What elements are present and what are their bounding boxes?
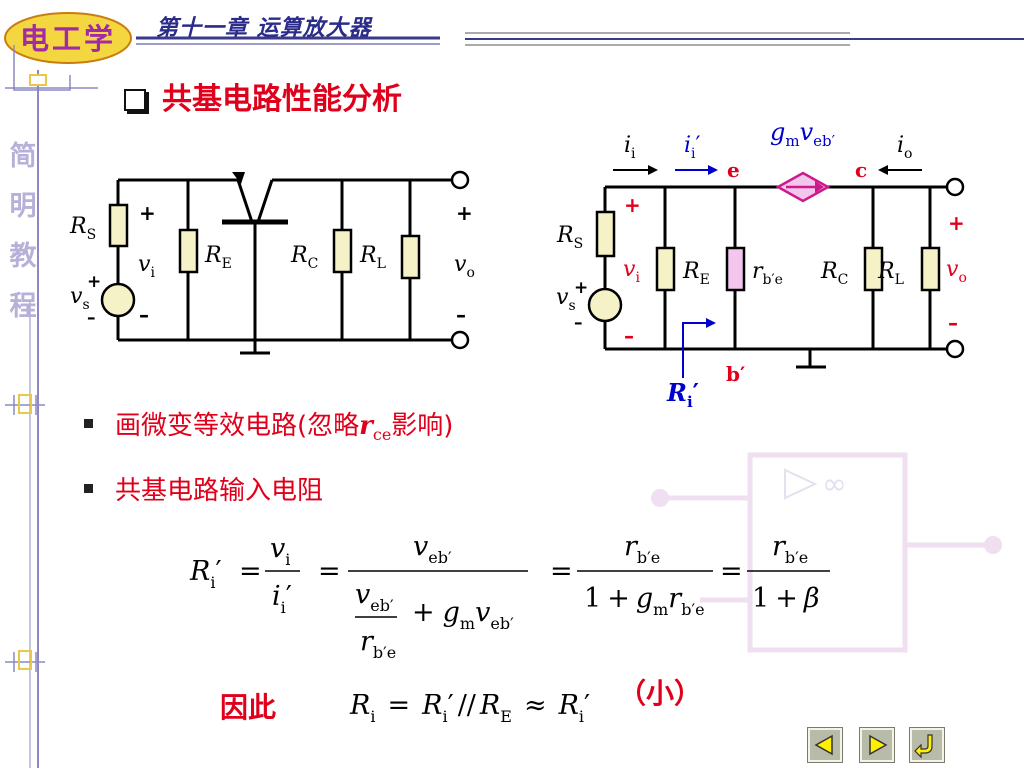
plus-sign: + — [574, 278, 588, 298]
logo: 电工学 — [2, 10, 134, 66]
return-button[interactable] — [909, 727, 945, 763]
eq-sign: = — [318, 556, 341, 587]
prev-arrow-icon — [814, 734, 833, 756]
bullet-text: 影响) — [391, 411, 454, 441]
small-signal-equivalent-circuit: ii ii′ gmveb′ io RS vs vi RE rb′e RC RL … — [556, 118, 967, 411]
bullet-input-resistance: 共基电路输入电阻 — [84, 470, 323, 507]
plus-sign: + — [456, 201, 473, 225]
next-slide-button[interactable] — [859, 727, 895, 763]
frac1-num: vi — [270, 533, 290, 569]
frac4-num: rb′e — [772, 531, 808, 567]
label-vs: vs — [556, 285, 576, 314]
frac3-num: rb′e — [624, 531, 660, 567]
sidebar-char: 简 — [9, 141, 37, 172]
frac2-den-c: +gmveb′ — [412, 597, 514, 633]
next-arrow-icon — [869, 734, 888, 756]
label-ii: ii — [624, 133, 636, 162]
label-rs: RS — [556, 223, 583, 252]
input-resistance-equation: Ri′ = vi ii′ = veb′ veb′ rb′e +gmveb′ = … — [189, 531, 830, 662]
label-rl: RL — [359, 243, 386, 272]
logo-text: 电工学 — [20, 22, 116, 56]
label-rs: RS — [69, 214, 96, 243]
minus-sign: – — [574, 313, 583, 333]
bullet-equivalent-circuit: 画微变等效电路(忽略rce影响) — [84, 405, 453, 444]
minus-sign: – — [948, 311, 958, 335]
frac2-num: veb′ — [413, 531, 452, 567]
bullet-text: 画微变等效电路(忽略 — [115, 411, 360, 441]
frac3-den: 1+gmrb′e — [584, 583, 705, 619]
minus-sign: – — [456, 303, 466, 327]
bullet-sub: ce — [372, 425, 392, 445]
conclusion-formula: Ri=Ri′//RE≈Ri′ — [349, 690, 590, 726]
node-c-label: c — [855, 158, 867, 182]
plus-sign: + — [87, 272, 101, 292]
minus-sign: – — [87, 308, 96, 328]
eq-sign: = — [720, 556, 743, 587]
label-io: io — [897, 133, 912, 162]
label-rc: RC — [820, 259, 848, 288]
conclusion-label: 因此 — [220, 691, 277, 724]
label-rc: RC — [290, 243, 318, 272]
sidebar-char: 明 — [9, 191, 37, 222]
bullet-text: 共基电路输入电阻 — [115, 476, 324, 506]
label-ri-prime: Ri′ — [666, 378, 699, 411]
frac2-den-b: rb′e — [360, 626, 396, 662]
plus-sign: + — [139, 201, 156, 225]
frac2-den-a: veb′ — [355, 579, 394, 615]
small-note: （小） — [618, 677, 703, 710]
frac1-den: ii′ — [272, 581, 292, 617]
return-arrow-icon — [914, 734, 933, 759]
label-vs: vs — [70, 284, 90, 313]
minus-sign: – — [139, 303, 149, 327]
label-rl: RL — [877, 259, 904, 288]
plus-sign: + — [948, 211, 965, 235]
label-re: RE — [204, 243, 232, 272]
plus-sign: + — [624, 193, 641, 217]
label-re: RE — [682, 259, 710, 288]
section-heading: 共基电路性能分析 — [124, 74, 402, 118]
label-vi: vi — [623, 257, 640, 286]
sidebar-title: 简 明 教 程 — [8, 132, 38, 332]
label-vi: vi — [138, 252, 155, 281]
minus-sign: – — [624, 324, 634, 348]
checkbox-icon — [124, 89, 146, 111]
label-ii-prime: ii′ — [684, 133, 701, 162]
eq-sign: = — [239, 556, 262, 587]
label-vo: vo — [946, 257, 967, 286]
eq-sign: = — [550, 556, 573, 587]
label-vo: vo — [454, 252, 475, 281]
eq-lhs: Ri′ — [189, 556, 222, 592]
bullet-square-icon — [84, 484, 93, 493]
bullet-square-icon — [84, 419, 93, 428]
prev-slide-button[interactable] — [807, 727, 843, 763]
svg-text:∞: ∞ — [822, 467, 847, 502]
conclusion-equation: Ri=Ri′//RE≈Ri′ — [349, 690, 590, 726]
node-b-label: b′ — [726, 362, 745, 386]
label-gm-veb: gmveb′ — [770, 118, 836, 150]
section-title: 共基电路性能分析 — [162, 82, 402, 117]
bullet-var: r — [359, 411, 373, 441]
label-rbe: rb′e — [752, 259, 783, 288]
sidebar-char: 程 — [9, 291, 37, 322]
sidebar-char: 教 — [9, 241, 37, 272]
common-base-circuit: RS vi vs RE RC RL vo + – + – + – — [69, 170, 475, 355]
node-e-label: e — [727, 158, 740, 182]
frac4-den: 1+β — [752, 583, 819, 614]
